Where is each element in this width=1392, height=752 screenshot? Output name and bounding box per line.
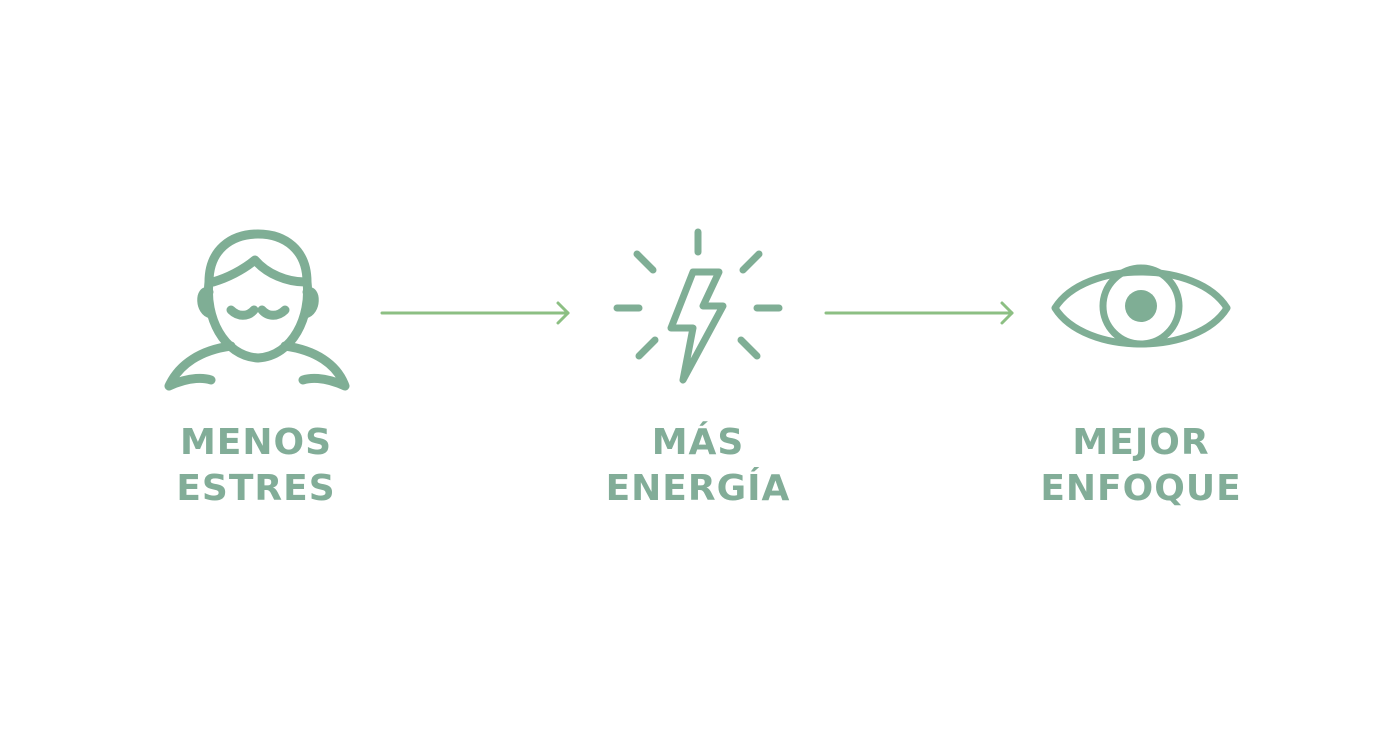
relaxed-person-icon bbox=[164, 229, 350, 391]
step-label-line-2: ENERGÍA bbox=[605, 468, 791, 509]
step-label-line-1: MÁS bbox=[651, 422, 745, 463]
step-mas-energia: MÁS ENERGÍA bbox=[598, 228, 798, 512]
step-label: MÁS ENERGÍA bbox=[606, 420, 791, 512]
eye-icon bbox=[1051, 264, 1231, 348]
step-label-line-2: ESTRES bbox=[176, 468, 336, 509]
arrow-right-1 bbox=[380, 301, 570, 325]
lightning-bolt-icon bbox=[613, 228, 783, 384]
step-label-line-1: MEJOR bbox=[1072, 422, 1210, 463]
step-mejor-enfoque: MEJOR ENFOQUE bbox=[1026, 228, 1256, 512]
step-label: MEJOR ENFOQUE bbox=[1040, 420, 1241, 512]
step-menos-estres: MENOS ESTRES bbox=[156, 228, 356, 512]
step-label-line-1: MENOS bbox=[179, 422, 333, 463]
step-label-line-2: ENFOQUE bbox=[1040, 468, 1242, 509]
arrow-right-2 bbox=[824, 301, 1014, 325]
step-label: MENOS ESTRES bbox=[176, 420, 335, 512]
